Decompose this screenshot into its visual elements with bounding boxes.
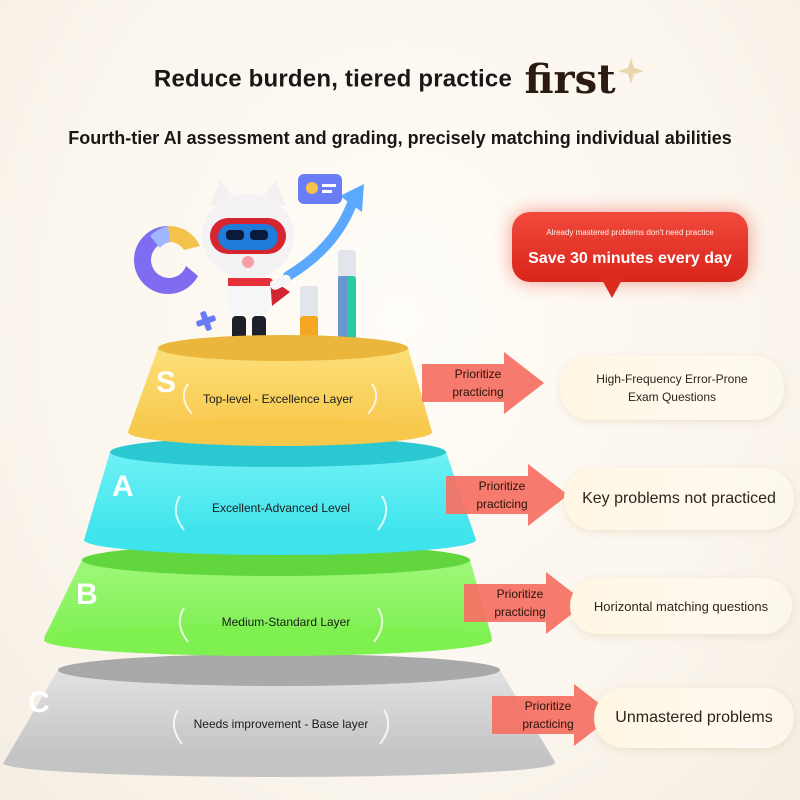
result-text: Key problems not practiced [582,490,776,507]
screen-icon [298,174,342,204]
tier-label: Excellent-Advanced Level [212,501,350,515]
laurel-wreath-icon [182,383,378,415]
tier-pyramid: C Needs improvement - Base layer B Mediu… [3,335,555,777]
title-row: Reduce burden, tiered practice first [0,56,800,106]
tier-s: S Top-level - Excellence Layer [128,335,432,446]
tier-label: Medium-Standard Layer [222,615,351,629]
savings-callout [512,212,748,282]
prioritize-arrow-b: Prioritize practicing [458,572,588,639]
laurel-wreath-icon [178,607,384,643]
callout-main-text: Save 30 minutes every day [528,250,732,267]
tier-letter: S [156,366,176,399]
arrow-label: Prioritize practicing [494,587,546,619]
tier-c: C Needs improvement - Base layer [3,654,555,777]
result-pill-s: High-Frequency Error-Prone Exam Question… [560,356,784,420]
arrow-label: Prioritize practicing [522,699,574,731]
bar-chart-growth-icon [283,184,364,346]
tier-letter: B [76,578,98,611]
tier-letter: A [112,470,134,503]
subtitle: Fourth-tier AI assessment and grading, p… [68,128,732,148]
result-pill-c: Unmastered problems [594,688,794,748]
tier-label: Top-level - Excellence Layer [203,392,353,406]
result-pill-b: Horizontal matching questions [570,578,792,634]
prioritize-arrow-a: Prioritize practicing [440,464,570,531]
prioritize-arrow-s: Prioritize practicing [416,352,546,419]
donut-chart-icon [134,225,200,294]
tier-letter: C [28,686,50,719]
plus-icon [196,311,216,331]
result-pill-a: Key problems not practiced [564,468,794,530]
page-title: Reduce burden, tiered practice [153,65,513,93]
laurel-wreath-icon [174,495,388,531]
result-text: Unmastered problems [615,709,773,726]
laurel-wreath-icon [172,709,390,745]
callout-small-text: Already mastered problems don't need pra… [546,228,714,237]
robot-cat-mascot-icon [134,174,364,353]
mascot-figure [202,180,294,353]
title-accent: first [524,56,616,103]
sparkle-icon [618,58,645,84]
arrow-right-icon [464,572,586,634]
prioritize-arrow-c: Prioritize practicing [486,684,616,751]
callout-tail [600,276,624,298]
tier-label: Needs improvement - Base layer [194,717,369,731]
arrow-label: Prioritize practicing [452,367,504,399]
result-text: High-Frequency Error-Prone Exam Question… [596,372,748,404]
tier-b: B Medium-Standard Layer [44,544,492,656]
arrow-label: Prioritize practicing [476,479,528,511]
tier-a: A Excellent-Advanced Level [84,437,476,555]
arrow-right-icon [422,352,544,414]
arrow-right-icon [446,464,568,526]
result-text: Horizontal matching questions [593,598,769,614]
arrow-right-icon [492,684,614,746]
